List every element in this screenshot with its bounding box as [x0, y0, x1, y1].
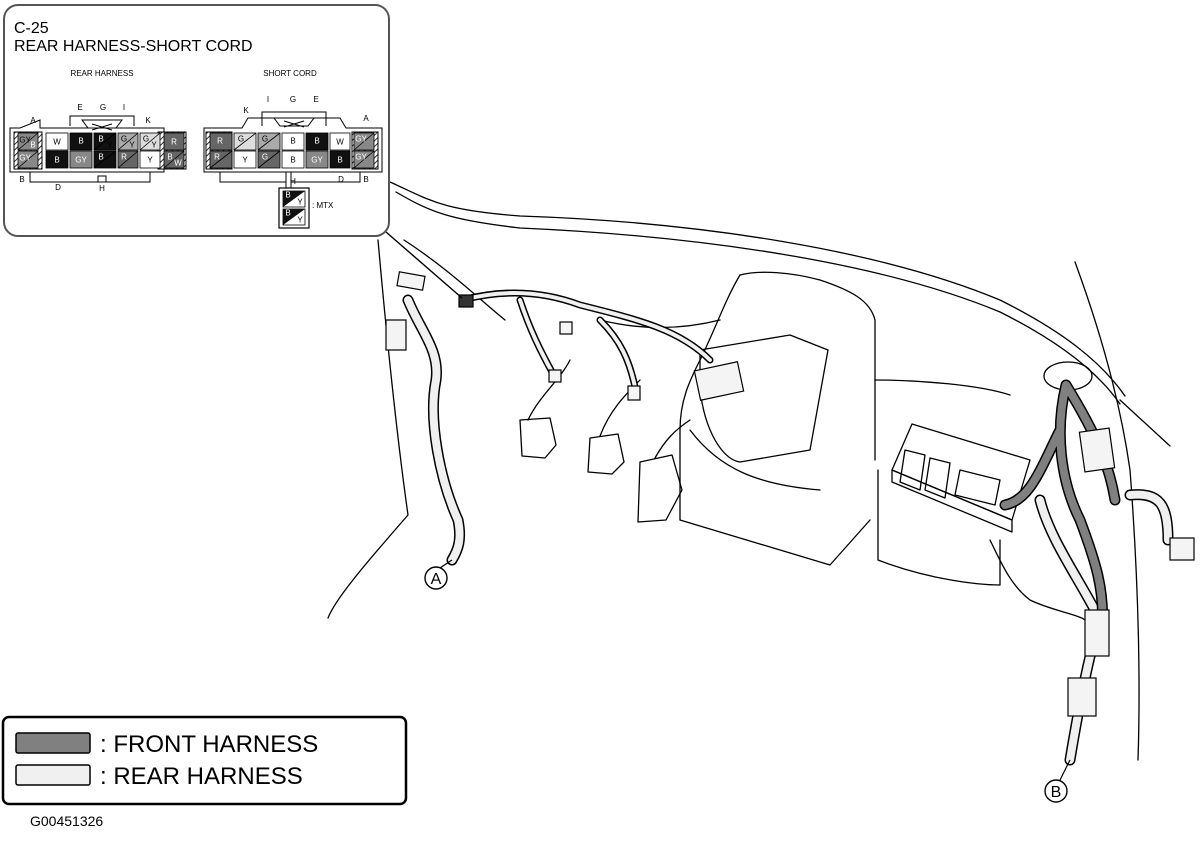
cell-label: Y [147, 156, 153, 165]
cell-label: R [171, 138, 177, 147]
pin-label-k: K [243, 106, 249, 115]
cell-label: B [98, 153, 103, 162]
cell-label: W [53, 138, 61, 147]
cell-label: G [238, 135, 244, 144]
cell-sublabel: Y [107, 141, 113, 150]
cell-label: R [121, 153, 127, 162]
pin-label-i: I [123, 103, 125, 112]
mtx-label: : MTX [312, 201, 334, 210]
callout-a: A [424, 566, 448, 590]
cell-label: GY [355, 153, 367, 162]
mtx-cell-label: Y [297, 216, 303, 225]
callout-a-label: A [431, 571, 442, 588]
cell-sublabel: Y [129, 141, 135, 150]
figure-id: G00451326 [30, 813, 104, 829]
cell-label: B [54, 156, 59, 165]
cell-sublabel: B [30, 141, 35, 150]
pin-label-d: D [55, 183, 61, 192]
cell-label: GY [75, 156, 87, 165]
cell-sublabel: Y [151, 141, 157, 150]
cell-label: R [217, 137, 223, 146]
legend-rear-swatch [15, 764, 91, 786]
legend: : FRONT HARNESS : REAR HARNESS [1, 715, 408, 806]
inset-code: C-25 [14, 20, 49, 37]
front-harness-wiring [999, 379, 1121, 634]
cell-label: B [290, 137, 295, 146]
pin-label-i: I [267, 95, 269, 104]
callout-b-label: B [1051, 784, 1062, 801]
connector-inset: C-25 REAR HARNESS-SHORT CORD REAR HARNES… [3, 4, 390, 237]
short-cord-connector [203, 111, 383, 191]
cell-label: B [290, 156, 295, 165]
inset-title: REAR HARNESS-SHORT CORD [14, 38, 253, 55]
pin-label-a: A [30, 116, 36, 125]
short-cord-label: SHORT CORD [263, 69, 317, 78]
callout-leaders [385, 231, 1071, 781]
mtx-cell-label: B [285, 209, 290, 218]
cell-label: GY [311, 156, 323, 165]
pin-label-e: E [77, 103, 82, 112]
pin-label-b: B [19, 175, 24, 184]
pin-label-g: G [290, 95, 296, 104]
cell-label: B [337, 156, 342, 165]
vehicle-outline [327, 181, 1171, 761]
pin-label-g: G [100, 103, 106, 112]
cell-label: B [314, 137, 319, 146]
rear-harness-label: REAR HARNESS [70, 69, 133, 78]
pin-label-h: H [99, 184, 105, 193]
pin-label-d: D [338, 175, 344, 184]
cell-label: Y [242, 156, 248, 165]
pin-label-b: B [363, 175, 368, 184]
cell-label: R [214, 153, 220, 162]
cell-label: G [262, 153, 268, 162]
cell-label: B [78, 137, 83, 146]
pin-label-a: A [363, 114, 369, 123]
cell-label: B [98, 135, 103, 144]
legend-front-label: : FRONT HARNESS [100, 731, 318, 758]
cell-label: G [262, 135, 268, 144]
cell-label: B [167, 153, 172, 162]
rear-harness-connector [9, 115, 187, 183]
mtx-cell-label: B [285, 191, 290, 200]
pin-label-h: H [290, 177, 296, 186]
rear-harness-wiring [402, 289, 1174, 766]
pin-label-k: K [145, 116, 151, 125]
cell-label: G [121, 135, 127, 144]
harness-connectors [385, 271, 1195, 717]
rear-pin-letters: A B D E G H I K [19, 103, 151, 193]
mtx-connector: B Y B Y : MTX [278, 187, 334, 229]
cell-label: G [143, 135, 149, 144]
cell-sublabel: W [174, 159, 182, 168]
cell-label: GY [355, 135, 367, 144]
mtx-cell-label: Y [297, 198, 303, 207]
cell-label: GY [19, 136, 31, 145]
short-cell-texts: R G G B B W GY R Y G B GY B GY [214, 135, 367, 165]
cell-label: W [336, 138, 344, 147]
legend-rear-label: : REAR HARNESS [100, 763, 303, 790]
short-pin-letters: A B D E G H I K [243, 95, 369, 186]
legend-front-swatch [15, 732, 91, 754]
callout-b: B [1044, 779, 1068, 803]
rear-cell-texts: GY W B B G G R GY B GY B R Y B B W Y Y Y [19, 135, 182, 168]
pin-label-e: E [313, 95, 318, 104]
cell-label: GY [19, 154, 31, 163]
